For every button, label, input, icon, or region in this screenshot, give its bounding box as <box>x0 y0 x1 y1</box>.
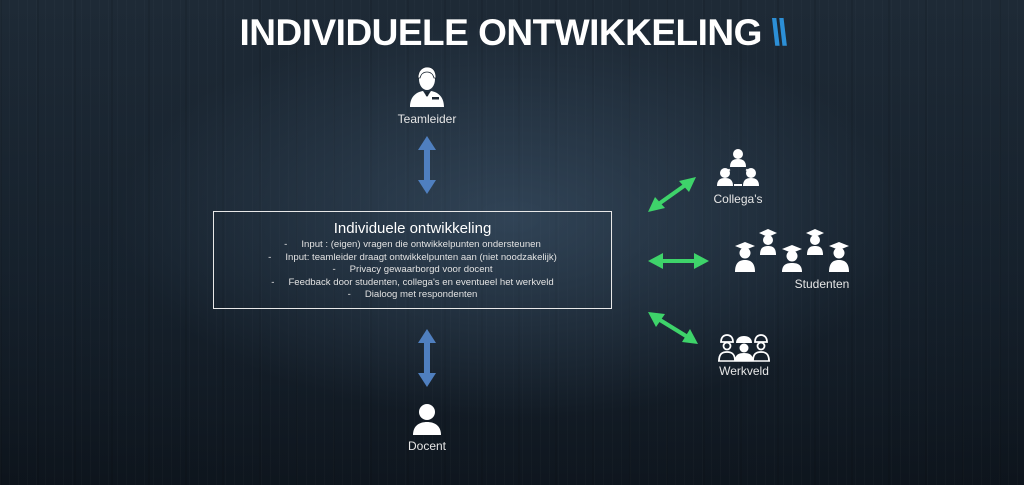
node-docent: Docent <box>367 403 487 453</box>
center-item: -Privacy gewaarborgd voor docent <box>332 264 493 276</box>
node-label-studenten: Studenten <box>794 277 850 291</box>
arrow-center-werkveld <box>648 312 698 344</box>
node-teamleider: Teamleider <box>367 66 487 126</box>
arrow-teamleider-center <box>418 136 436 194</box>
center-box: Individuele ontwikkeling -Input : (eigen… <box>213 211 612 309</box>
node-label-docent: Docent <box>407 439 447 453</box>
node-label-werkveld: Werkveld <box>719 364 769 378</box>
page-title: INDIVIDUELE ONTWIKKELING\\ <box>0 12 1024 54</box>
workers-icon <box>718 334 770 362</box>
center-heading: Individuele ontwikkeling <box>333 220 492 237</box>
arrow-center-studenten <box>648 253 709 269</box>
center-item: -Feedback door studenten, collega's en e… <box>271 276 554 288</box>
arrow-center-docent <box>418 329 436 387</box>
node-studenten: Studenten <box>732 229 852 291</box>
graduates-icon <box>735 229 849 272</box>
center-item: -Input: teamleider draagt ontwikkelpunte… <box>268 251 557 263</box>
node-collegas: Collega's <box>678 148 798 206</box>
arrow-center-collegas <box>648 177 696 212</box>
title-accent: \\ <box>769 12 787 53</box>
node-label-teamleider: Teamleider <box>397 112 457 126</box>
center-item: -Input : (eigen) vragen die ontwikkelpun… <box>284 239 541 250</box>
title-text: INDIVIDUELE ONTWIKKELING <box>239 12 762 53</box>
person-icon <box>413 404 441 435</box>
team-icon <box>717 149 759 186</box>
node-label-collegas: Collega's <box>713 192 763 206</box>
center-item: -Dialoog met respondenten <box>347 289 478 301</box>
manager-icon <box>410 66 444 107</box>
node-werkveld: Werkveld <box>684 334 804 378</box>
